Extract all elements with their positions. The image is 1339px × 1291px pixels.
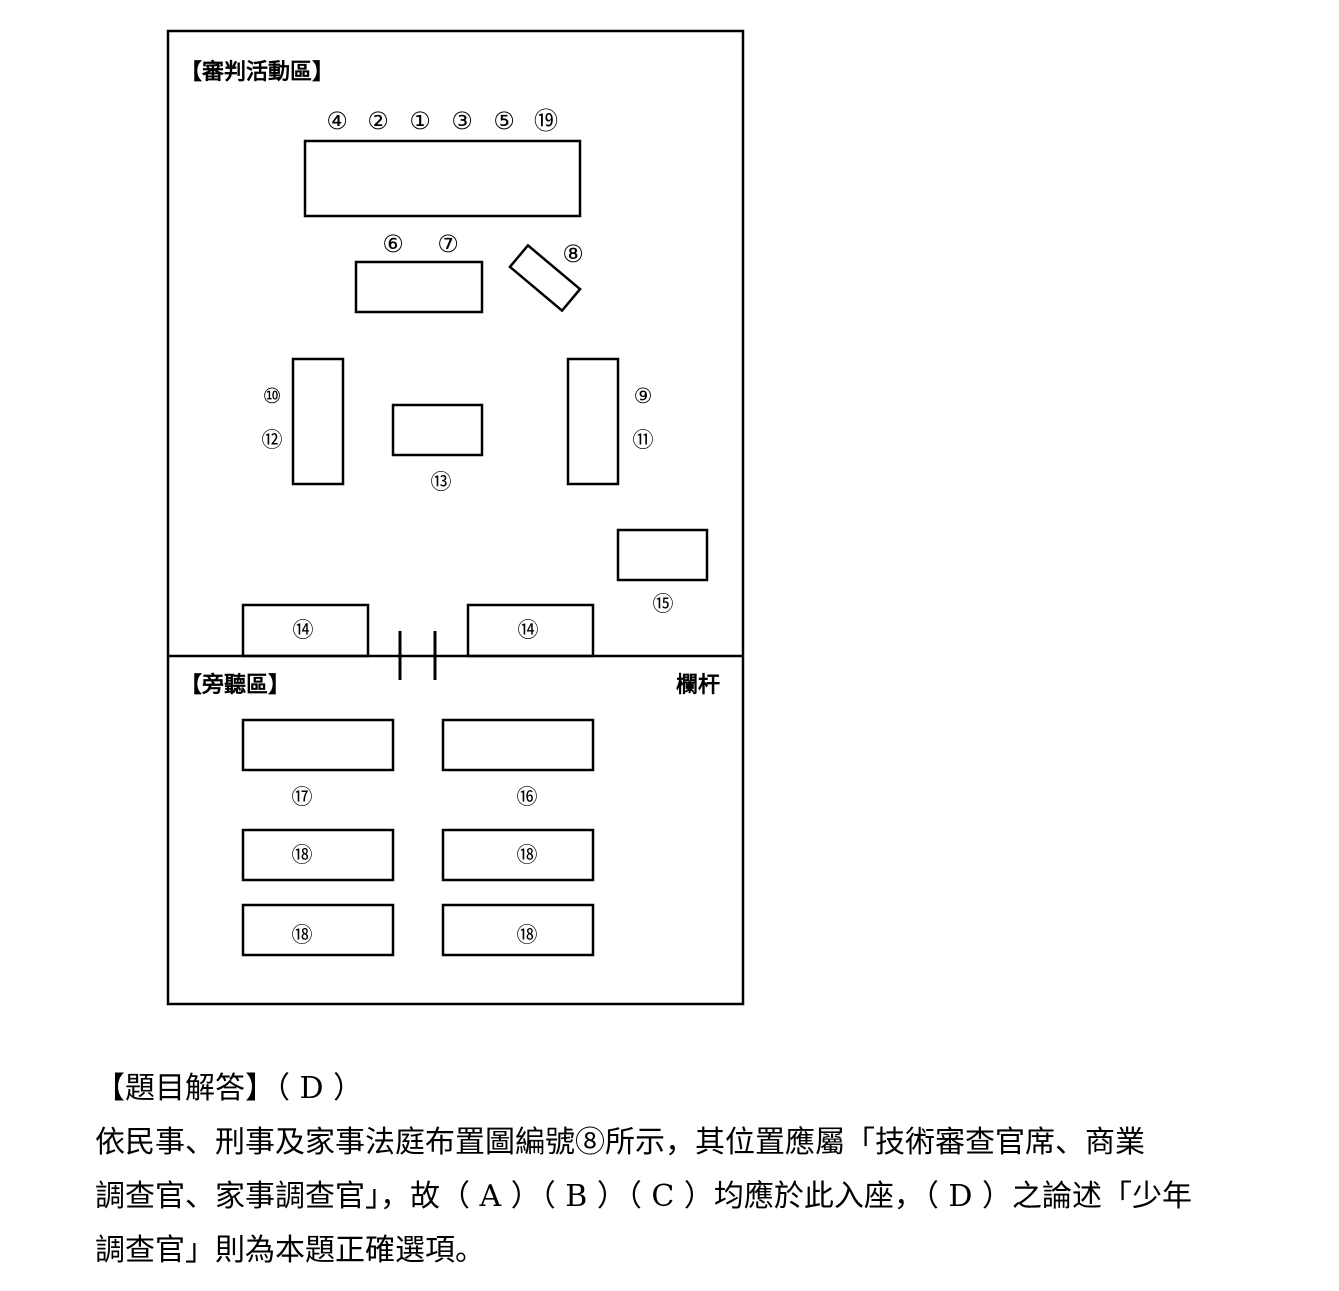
gallery-seat-18-row2-right xyxy=(441,903,595,957)
answer-heading: 【題目解答】（ D ） xyxy=(95,1071,364,1106)
desk-8 xyxy=(508,243,582,313)
seat-label-14-right: ⑭ xyxy=(518,618,539,642)
answer-line-3: 調查官」則為本題正確選項。 xyxy=(95,1233,485,1268)
bench-14-left xyxy=(241,603,370,658)
seat-label-16: ⑯ xyxy=(517,785,538,809)
gallery-seat-18-row1-right xyxy=(441,828,595,882)
desk-15 xyxy=(616,528,709,582)
answer-line-1: 依民事、刑事及家事法庭布置圖編號⑧所示，其位置應屬「技術審查官席、商業 xyxy=(95,1125,1145,1160)
railing-label: 欄杆 xyxy=(676,672,720,698)
seat-label-8: ⑧ xyxy=(562,240,584,268)
bench-number-3: ③ xyxy=(451,107,473,135)
witness-desk xyxy=(391,403,484,457)
seat-label-9: ⑨ xyxy=(634,384,653,408)
bench-14-right xyxy=(466,603,595,658)
trial-zone-label: 【審判活動區】 xyxy=(180,59,334,85)
seat-label-18: ⑱ xyxy=(517,843,538,867)
bench-number-5: ⑤ xyxy=(493,107,515,135)
answer-line-2: 調查官、家事調查官」，故（ A ）（ B ）（ C ）均應於此入座，（ D ）之… xyxy=(95,1179,1193,1214)
seat-label-14-left: ⑭ xyxy=(293,618,314,642)
bench-number-4: ④ xyxy=(326,107,348,135)
seat-label-17: ⑰ xyxy=(292,785,313,809)
seat-label-15: ⑮ xyxy=(653,592,674,616)
gallery-seat-18-row1-left xyxy=(241,828,395,882)
seat-label-18: ⑱ xyxy=(517,923,538,947)
gallery-seat-18-row2-left xyxy=(241,903,395,957)
seat-label-18: ⑱ xyxy=(292,923,313,947)
right-party-desk xyxy=(566,357,620,486)
seat-label-10: ⑩ xyxy=(263,384,282,408)
answer-section: 【題目解答】（ D ） 依民事、刑事及家事法庭布置圖編號⑧所示，其位置應屬「技術… xyxy=(95,1062,1295,1278)
seat-label-18: ⑱ xyxy=(292,843,313,867)
courtroom-outline xyxy=(166,29,745,1006)
judges-bench xyxy=(303,139,582,218)
seat-label-6: ⑥ xyxy=(382,230,404,258)
courtroom-layout-diagram: 【審判活動區】 【旁聽區】 欄杆 ④ ② ① ③ ⑤ ⑲ ⑥ ⑦ ⑧ ⑩ ⑫ ⑨… xyxy=(166,29,745,1006)
bench-number-1: ① xyxy=(409,107,431,135)
gallery-desk-16 xyxy=(441,718,595,772)
left-party-desk xyxy=(291,357,345,486)
gallery-zone-label: 【旁聽區】 xyxy=(180,672,290,698)
seat-label-13: ⑬ xyxy=(431,470,452,494)
seat-label-11: ⑪ xyxy=(633,428,654,452)
bench-number-2: ② xyxy=(367,107,389,135)
seat-label-12: ⑫ xyxy=(262,428,283,452)
seat-label-7: ⑦ xyxy=(437,230,459,258)
bench-number-19: ⑲ xyxy=(534,107,558,135)
gallery-desk-17 xyxy=(241,718,395,772)
clerk-desk xyxy=(354,260,484,314)
